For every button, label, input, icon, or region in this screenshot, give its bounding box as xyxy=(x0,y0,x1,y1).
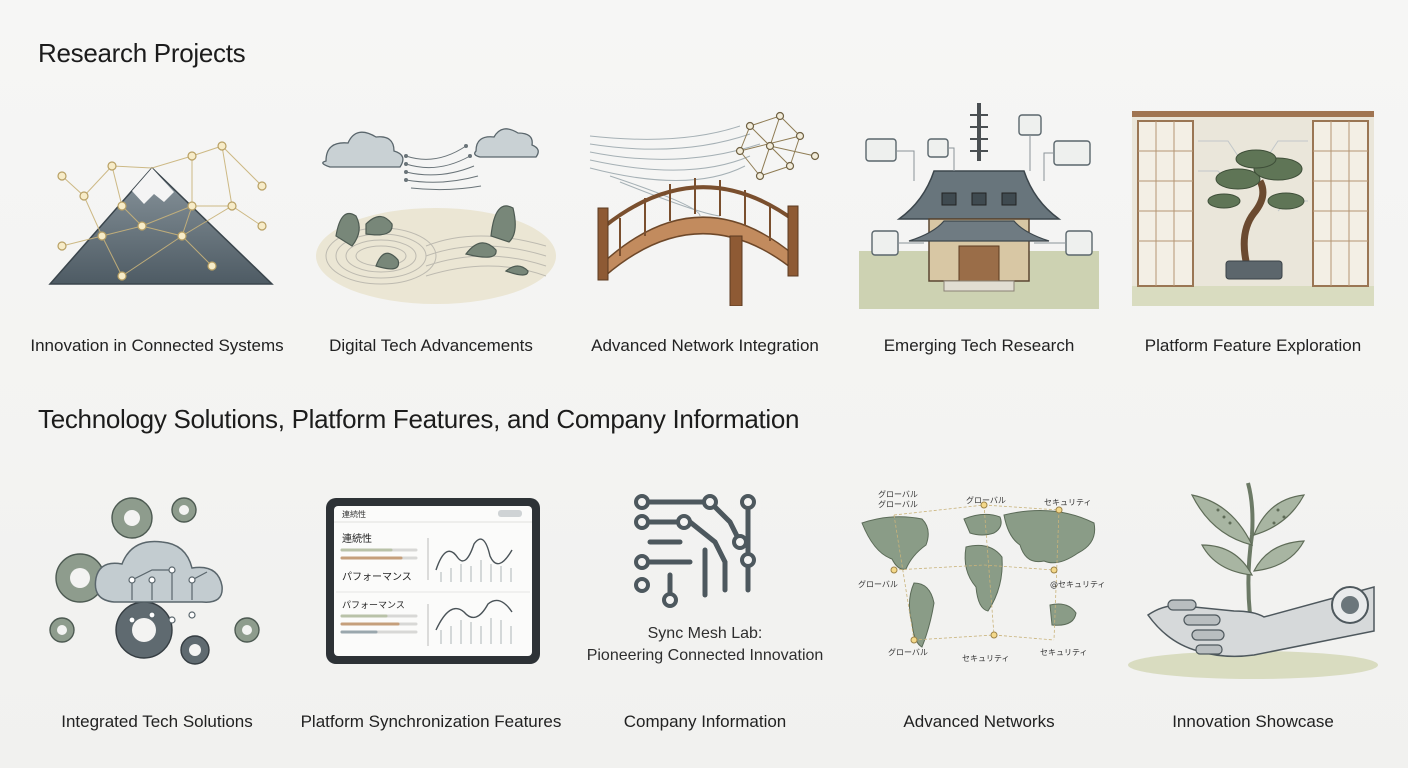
card-caption: Digital Tech Advancements xyxy=(329,336,533,355)
card-integrated-tech-solutions[interactable]: Integrated Tech Solutions xyxy=(20,470,294,732)
map-label-security-3: セキュリティ xyxy=(1040,648,1088,657)
section-title-research-projects: Research Projects xyxy=(38,38,246,68)
company-logo-line2: Pioneering Connected Innovation xyxy=(587,647,824,664)
card-digital-tech-advancements[interactable]: Digital Tech Advancements xyxy=(294,96,568,356)
map-label-global-5: グローバル xyxy=(888,647,928,657)
card-company-information[interactable]: Sync Mesh Lab: Pioneering Connected Inno… xyxy=(568,470,842,732)
zen-garden-cloud-icon xyxy=(306,96,556,316)
card-caption: Advanced Network Integration xyxy=(591,336,819,355)
research-projects-grid: Innovation in Connected Systems xyxy=(20,96,1390,356)
card-advanced-networks[interactable]: グローバル グローバル グローバル セキュリティ グローバル @セキュリティ グ… xyxy=(842,470,1116,732)
map-label-security-1: セキュリティ xyxy=(1044,498,1092,507)
mountain-network-icon xyxy=(32,96,282,316)
bonsai-shoji-icon xyxy=(1128,96,1378,316)
map-label-global-1: グローバル xyxy=(878,489,918,499)
card-caption: Emerging Tech Research xyxy=(883,336,1075,355)
map-label-security-at: @セキュリティ xyxy=(1050,580,1104,589)
card-caption: Advanced Networks xyxy=(903,712,1055,731)
robot-hand-plant-icon xyxy=(1128,470,1378,690)
tablet-row3-label: パフォーマンス xyxy=(342,600,405,611)
tablet-header-label: 連続性 xyxy=(342,509,366,519)
pagoda-chip-icon xyxy=(854,96,1104,316)
tablet-row1-label: 連続性 xyxy=(342,532,372,545)
card-platform-synchronization-features[interactable]: 連続性 連続性 パフォーマンス パフォーマンス xyxy=(294,470,568,732)
tablet-row2-label: パフォーマンス xyxy=(342,571,412,583)
card-caption: Innovation in Connected Systems xyxy=(30,336,284,355)
map-label-global-3: グローバル xyxy=(966,495,1006,505)
company-logo-line1: Sync Mesh Lab: xyxy=(648,625,763,642)
section-title-technology-solutions: Technology Solutions, Platform Features,… xyxy=(38,404,800,434)
card-platform-feature-exploration[interactable]: Platform Feature Exploration xyxy=(1116,96,1390,356)
card-innovation-connected-systems[interactable]: Innovation in Connected Systems xyxy=(20,96,294,356)
card-emerging-tech-research[interactable]: Emerging Tech Research xyxy=(842,96,1116,356)
gears-cloud-icon xyxy=(32,470,282,690)
card-advanced-network-integration[interactable]: Advanced Network Integration xyxy=(568,96,842,356)
circuit-logo-icon: Sync Mesh Lab: Pioneering Connected Inno… xyxy=(580,470,830,690)
bridge-network-icon xyxy=(580,96,830,316)
card-caption: Platform Feature Exploration xyxy=(1144,336,1362,355)
card-caption: Innovation Showcase xyxy=(1172,712,1334,731)
card-caption: Company Information xyxy=(623,712,787,731)
tablet-dashboard-icon: 連続性 連続性 パフォーマンス パフォーマンス xyxy=(306,470,556,690)
card-caption: Integrated Tech Solutions xyxy=(61,712,253,731)
map-label-global-4: グローバル xyxy=(858,579,898,589)
card-caption: Platform Synchronization Features xyxy=(300,712,562,731)
map-label-security-2: セキュリティ xyxy=(962,654,1010,663)
technology-solutions-grid: Integrated Tech Solutions 連続性 連続性 パフォーマン… xyxy=(20,470,1390,732)
card-innovation-showcase[interactable]: Innovation Showcase xyxy=(1116,470,1390,732)
map-label-global-2: グローバル xyxy=(878,499,918,509)
world-map-network-icon: グローバル グローバル グローバル セキュリティ グローバル @セキュリティ グ… xyxy=(854,470,1104,690)
